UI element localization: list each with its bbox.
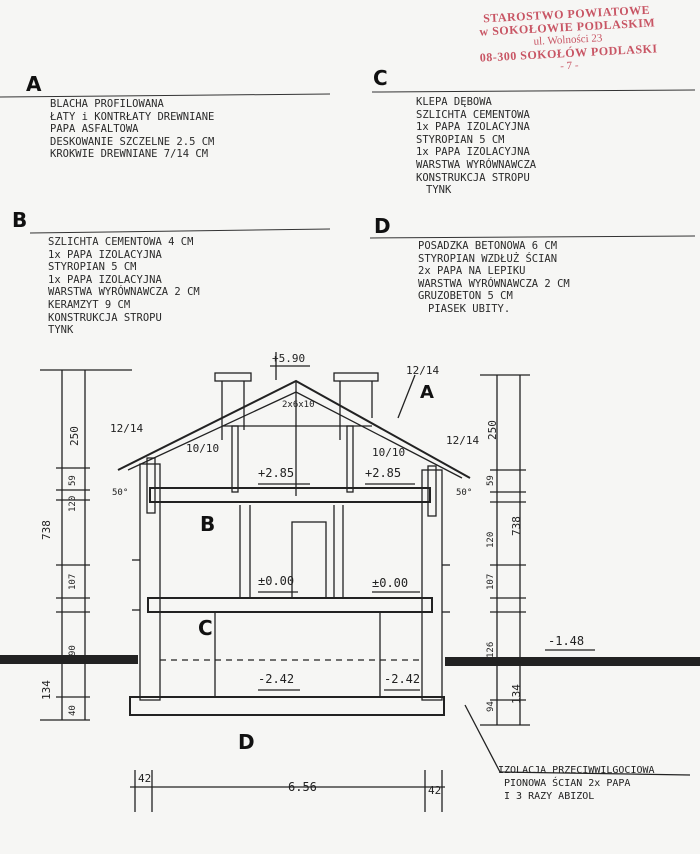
elevation-floor-right-label: ±0.00 bbox=[372, 576, 409, 590]
elevation-attic-left-label: +2.85 bbox=[258, 466, 295, 480]
section-c-layer: TYNK bbox=[426, 184, 452, 197]
section-b-layer: KONSTRUKCJA STROPU bbox=[48, 311, 162, 324]
section-d-layer: POSADZKA BETONOWA 6 CM bbox=[418, 240, 558, 252]
elevation-floor-left-label: ±0.00 bbox=[258, 574, 295, 588]
section-c-layers: KLEPA DĘBOWA SZLICHTA CEMENTOWA 1x PAPA … bbox=[416, 96, 536, 197]
section-d-letter: D bbox=[374, 214, 391, 238]
right-dim-label: 126 bbox=[486, 641, 496, 658]
section-b-layer: STYROPIAN 5 CM bbox=[48, 261, 137, 274]
section-a-layer: DESKOWANIE SZCZELNE 2.5 CM bbox=[50, 135, 215, 148]
section-a-letter: A bbox=[26, 72, 42, 96]
right-dim-label: 107 bbox=[486, 573, 496, 590]
section-b-layer: TYNK bbox=[48, 324, 74, 337]
wall-left-dim-label: 42 bbox=[138, 772, 152, 785]
section-c-layer: KLEPA DĘBOWA bbox=[416, 96, 492, 108]
left-dim-label: 90 bbox=[68, 645, 78, 656]
left-dim-label: 40 bbox=[68, 705, 78, 716]
note-line-2: PIONOWA ŚCIAN 2x PAPA bbox=[504, 778, 631, 789]
left-total-label: 738 bbox=[40, 520, 53, 540]
note-line-1: IZOLACJA PRZECIWWILGOCIOWA bbox=[498, 765, 655, 776]
section-b-layer: 1x PAPA IZOLACYJNA bbox=[48, 248, 162, 261]
right-dim-label: 120 bbox=[486, 531, 496, 548]
section-c-layer: STYROPIAN 5 CM bbox=[416, 133, 505, 146]
post-left-label: 10/10 bbox=[186, 442, 220, 455]
section-c-layer: SZLICHTA CEMENTOWA bbox=[416, 108, 530, 121]
elevation-attic-right-label: +2.85 bbox=[365, 466, 402, 480]
section-c-layer: WARSTWA WYRÓWNAWCZA bbox=[416, 158, 537, 171]
section-d-layer: WARSTWA WYRÓWNAWCZA 2 CM bbox=[418, 277, 570, 290]
section-c-layer: 1x PAPA IZOLACYJNA bbox=[416, 146, 530, 159]
rafter-left-label: 12/14 bbox=[110, 422, 144, 435]
elevation-top-label: +5.90 bbox=[272, 352, 306, 365]
right-dim-label: 94 bbox=[486, 701, 496, 712]
left-dim-label: 120 bbox=[68, 495, 78, 512]
rafter-right-label: 12/14 bbox=[446, 434, 480, 447]
waterproofing-note: IZOLACJA PRZECIWWILGOCIOWA PIONOWA ŚCIAN… bbox=[498, 764, 655, 803]
section-d-layer: 2x PAPA NA LEPIKU bbox=[418, 265, 526, 278]
section-c-letter: C bbox=[373, 66, 388, 90]
right-dim-label: 250 bbox=[486, 420, 499, 440]
section-a-layers: BLACHA PROFILOWANA ŁATY i KONTRŁATY DREW… bbox=[50, 98, 214, 161]
left-base-label: 134 bbox=[40, 680, 53, 700]
section-b-letter: B bbox=[12, 208, 28, 232]
roof-angle-right-label: 50° bbox=[456, 488, 473, 498]
rafter-top-label: 12/14 bbox=[406, 364, 440, 377]
collar-beam-label: 2x6x10 bbox=[282, 400, 315, 410]
elevation-ground-label: -1.48 bbox=[548, 634, 585, 648]
section-a-layer: ŁATY i KONTRŁATY DREWNIANE bbox=[50, 110, 215, 123]
elevation-base-left-label: -2.42 bbox=[258, 672, 295, 686]
drawing-label-d: D bbox=[238, 730, 255, 754]
section-d-layer: PIASEK UBITY. bbox=[428, 302, 511, 315]
total-width-label: 6.56 bbox=[288, 780, 317, 794]
drawing-label-c: C bbox=[198, 616, 213, 640]
right-total-label: 738 bbox=[510, 516, 523, 536]
left-dim-label: 59 bbox=[68, 475, 78, 486]
ground-line-right bbox=[445, 657, 700, 666]
section-b-layer: WARSTWA WYRÓWNAWCZA 2 CM bbox=[48, 286, 200, 299]
section-a-layer: BLACHA PROFILOWANA bbox=[50, 98, 164, 110]
section-b-layers: SZLICHTA CEMENTOWA 4 CM 1x PAPA IZOLACYJ… bbox=[48, 236, 200, 337]
section-a-layer: KROKWIE DREWNIANE 7/14 CM bbox=[50, 148, 209, 161]
left-dim-label: 107 bbox=[68, 573, 78, 590]
note-line-3: I 3 RAZY ABIZOL bbox=[504, 791, 595, 802]
roof-angle-left-label: 50° bbox=[112, 488, 129, 498]
drawing-label-a: A bbox=[420, 382, 434, 403]
section-d-layers: POSADZKA BETONOWA 6 CM STYROPIAN WZDŁUŻ … bbox=[418, 240, 570, 316]
section-d-layer: STYROPIAN WZDŁUŻ ŚCIAN bbox=[418, 252, 558, 265]
right-dim-label: 59 bbox=[486, 475, 496, 486]
section-c-layer: 1x PAPA IZOLACYJNA bbox=[416, 121, 530, 134]
right-base-label: 134 bbox=[510, 684, 523, 704]
section-c-layer: KONSTRUKCJA STROPU bbox=[416, 171, 530, 184]
section-b-layer: 1x PAPA IZOLACYJNA bbox=[48, 273, 162, 286]
section-b-layer: KERAMZYT 9 CM bbox=[48, 298, 131, 311]
section-b-layer: SZLICHTA CEMENTOWA 4 CM bbox=[48, 236, 194, 248]
section-d-layer: GRUZOBETON 5 CM bbox=[418, 290, 513, 303]
wall-right-dim-label: 42 bbox=[428, 784, 442, 797]
section-a-layer: PAPA ASFALTOWA bbox=[50, 123, 139, 136]
drawing-label-b: B bbox=[200, 512, 216, 536]
post-right-label: 10/10 bbox=[372, 446, 406, 459]
left-dim-label: 250 bbox=[68, 426, 81, 446]
elevation-base-right-label: -2.42 bbox=[384, 672, 421, 686]
